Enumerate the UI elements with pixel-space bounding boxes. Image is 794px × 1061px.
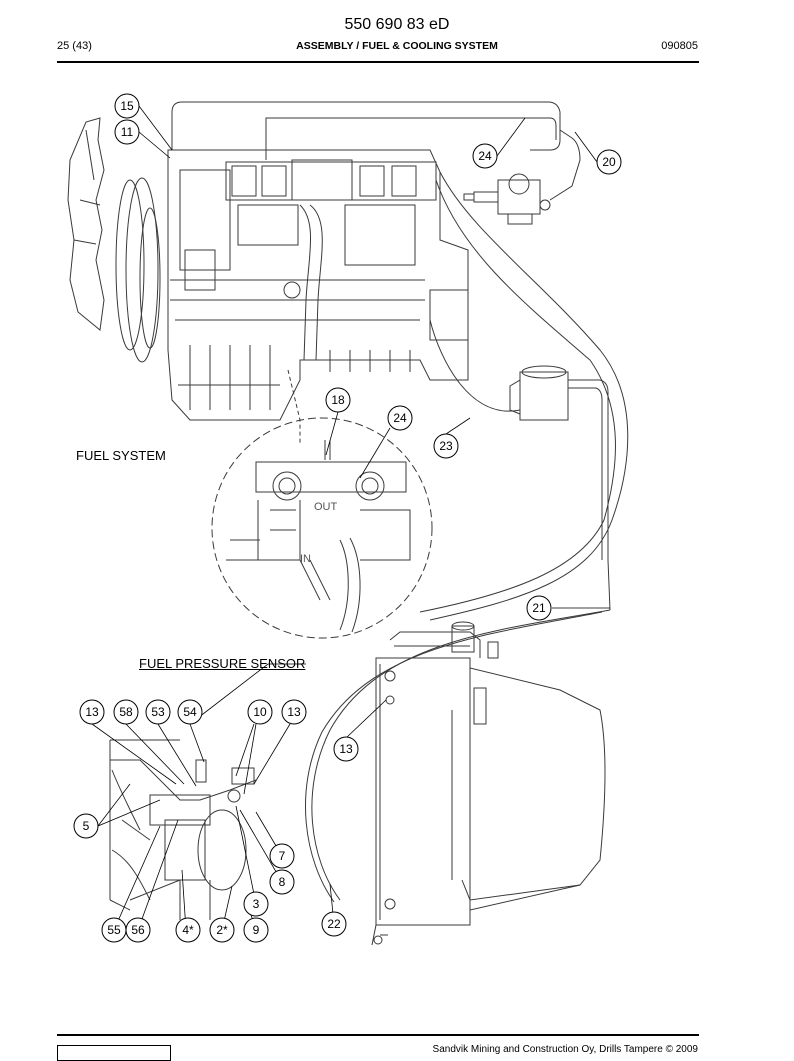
callout-2-star: 2* bbox=[216, 923, 228, 937]
footer-copyright: Sandvik Mining and Construction Oy, Dril… bbox=[432, 1044, 698, 1055]
callout-9: 9 bbox=[253, 923, 260, 937]
callout-54: 54 bbox=[183, 705, 197, 719]
callout-3: 3 bbox=[253, 897, 260, 911]
callout-4-star: 4* bbox=[182, 923, 194, 937]
engine-block bbox=[167, 149, 469, 421]
callout-5: 5 bbox=[83, 819, 90, 833]
callout-56: 56 bbox=[131, 923, 145, 937]
callout-13-left: 13 bbox=[85, 705, 99, 719]
callout-55: 55 bbox=[107, 923, 121, 937]
port-in-label: IN bbox=[300, 553, 311, 565]
callout-leaders bbox=[91, 105, 610, 931]
callout-21: 21 bbox=[532, 601, 546, 615]
callout-13-tank: 13 bbox=[339, 742, 353, 756]
callout-24-upper: 24 bbox=[478, 149, 492, 163]
fuel-pressure-sensor-label: FUEL PRESSURE SENSOR bbox=[139, 656, 306, 671]
date-code: 090805 bbox=[661, 40, 698, 52]
company-logo bbox=[57, 1045, 171, 1061]
callout-23: 23 bbox=[439, 439, 453, 453]
callout-20: 20 bbox=[602, 155, 616, 169]
document-number: 550 690 83 eD bbox=[344, 16, 450, 33]
fuel-system-label: FUEL SYSTEM bbox=[76, 448, 166, 463]
detail-leader bbox=[287, 369, 301, 445]
callout-10: 10 bbox=[253, 705, 267, 719]
callout-53: 53 bbox=[151, 705, 165, 719]
fuel-pressure-sensor-detail bbox=[109, 739, 257, 920]
footer-rule bbox=[57, 1034, 699, 1036]
engine-fan bbox=[67, 117, 161, 363]
page-number: 25 (43) bbox=[57, 40, 92, 52]
callout-11: 11 bbox=[121, 125, 134, 139]
middle-fuel-filter bbox=[509, 365, 611, 611]
callout-13-right: 13 bbox=[287, 705, 301, 719]
callout-8: 8 bbox=[279, 875, 286, 889]
callout-18: 18 bbox=[331, 393, 345, 407]
callout-58: 58 bbox=[119, 705, 133, 719]
section-title: ASSEMBLY / FUEL & COOLING SYSTEM bbox=[296, 40, 498, 52]
callout-24-detail: 24 bbox=[393, 411, 407, 425]
fuel-tank bbox=[305, 609, 611, 946]
callout-7: 7 bbox=[279, 849, 286, 863]
callout-15: 15 bbox=[120, 99, 134, 113]
header-rule bbox=[57, 61, 699, 63]
callout-22: 22 bbox=[327, 917, 341, 931]
port-out-label: OUT bbox=[314, 501, 338, 513]
callout-circles bbox=[73, 93, 622, 943]
detail-circle-view bbox=[211, 417, 433, 639]
upper-fuel-filter bbox=[463, 173, 551, 225]
fuel-lines-upper bbox=[171, 101, 629, 621]
